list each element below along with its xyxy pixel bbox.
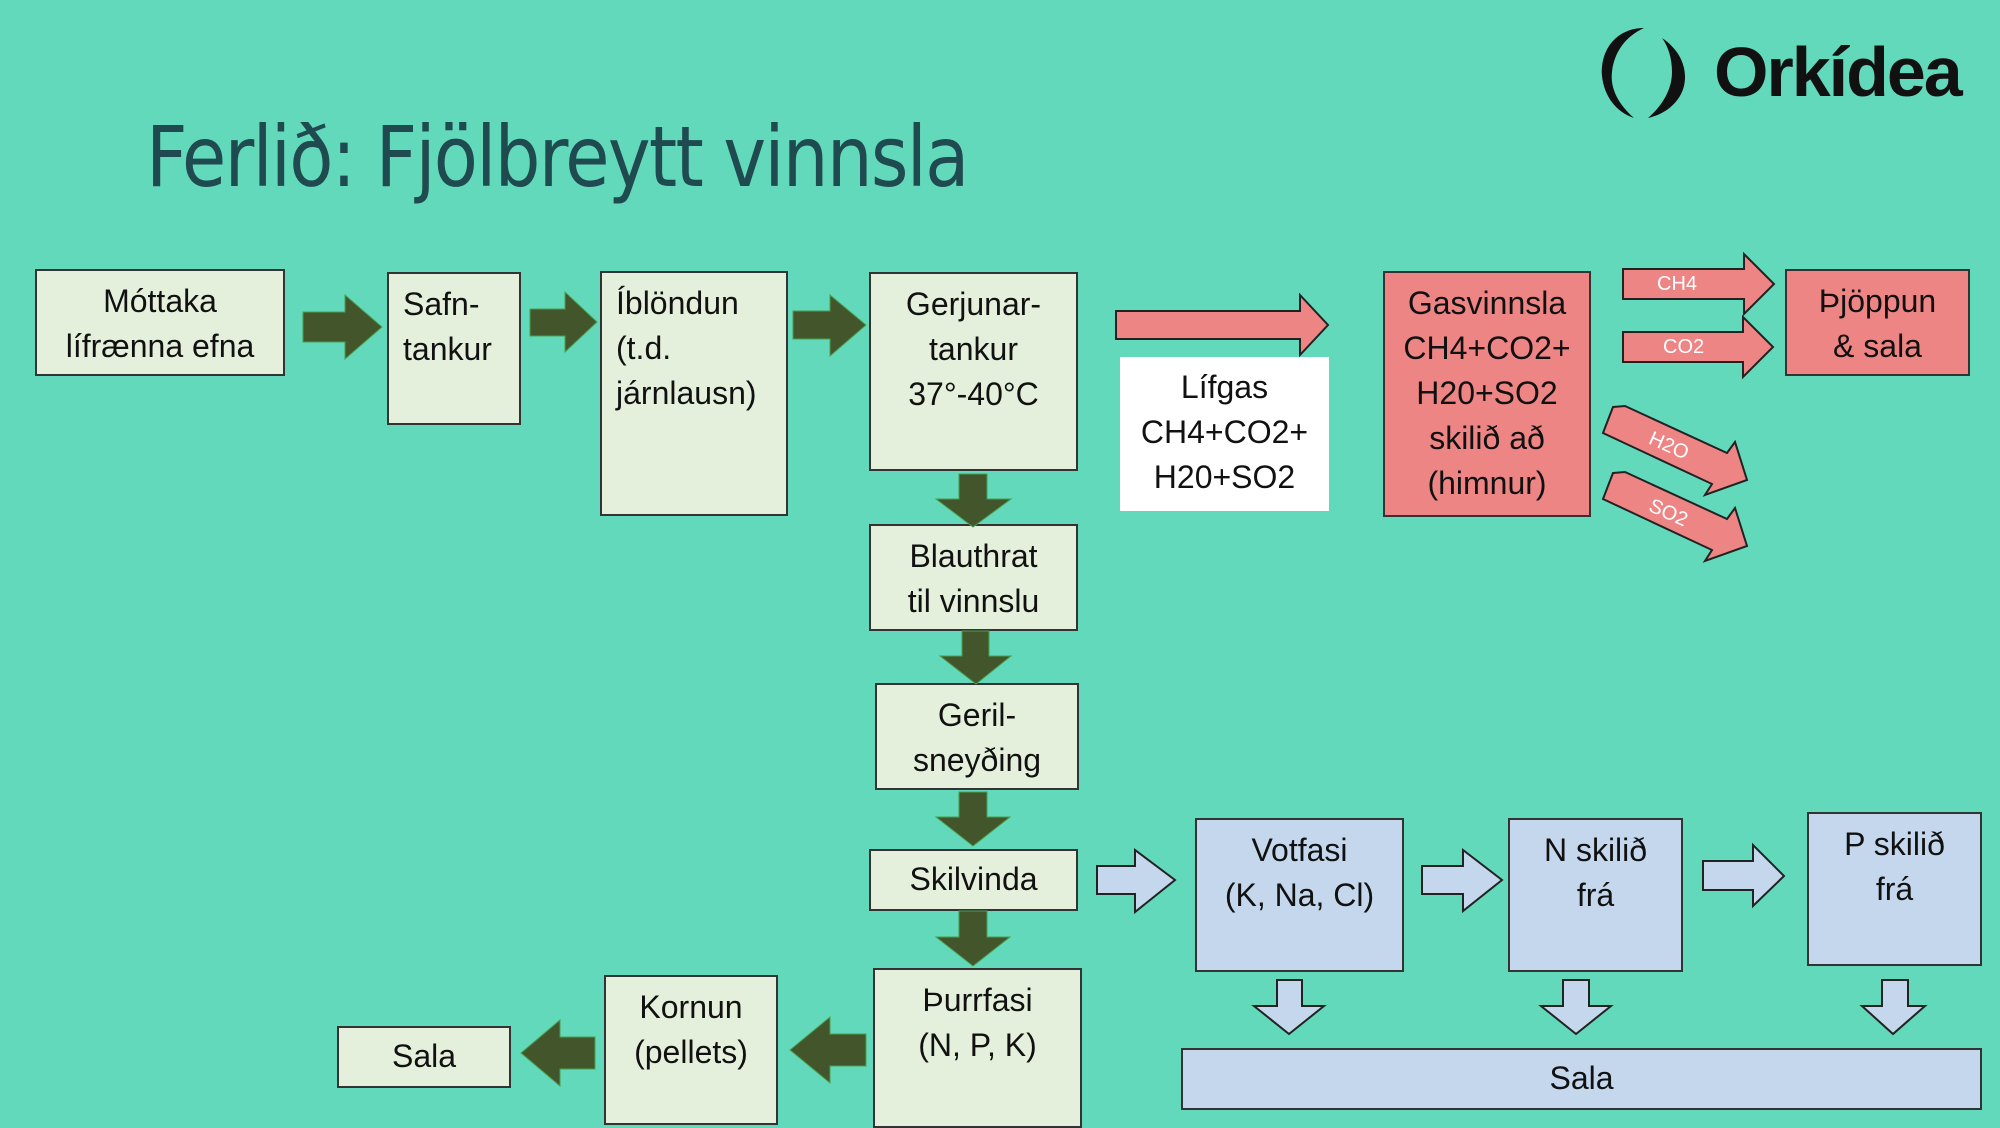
orkidea-logo: Orkídea — [1596, 24, 1976, 124]
box-thjoppun: Þjöppun & sala — [1785, 269, 1970, 376]
box-kornun: Kornun (pellets) — [604, 975, 778, 1125]
box-iblondun: Íblöndun (t.d. járnlausn) — [600, 271, 788, 516]
logo-text: Orkídea — [1714, 33, 1963, 111]
arrow-right-icon — [529, 290, 598, 354]
box-blauthrat: Blauthrat til vinnslu — [869, 524, 1078, 631]
ch4-arrow-icon — [1622, 251, 1776, 317]
co2-arrow-icon — [1622, 314, 1775, 380]
arrow-down-outline-icon — [1538, 979, 1614, 1036]
box-p-skilid: P skilið frá — [1807, 812, 1982, 966]
box-skilvinda: Skilvinda — [869, 849, 1078, 911]
box-lifgas: Lífgas CH4+CO2+ H20+SO2 — [1120, 357, 1329, 511]
box-sala-liquid: Sala — [1181, 1048, 1982, 1110]
arrow-right-icon — [302, 293, 383, 361]
arrow-left-icon — [520, 1018, 596, 1088]
arrow-down-icon — [938, 630, 1013, 685]
box-votfasi: Votfasi (K, Na, Cl) — [1195, 818, 1404, 972]
box-n-skilid: N skilið frá — [1508, 818, 1683, 972]
arrow-down-icon — [934, 473, 1013, 528]
box-safntankur: Safn- tankur — [387, 272, 521, 425]
arrow-down-outline-icon — [1859, 979, 1928, 1036]
arrow-right-outline-icon — [1421, 847, 1504, 914]
box-thurrfasi: Þurrfasi (N, P, K) — [873, 968, 1082, 1128]
co2-label: CO2 — [1663, 336, 1705, 358]
box-gerilsneyding: Geril- sneyðing — [875, 683, 1079, 790]
box-gerjunartankur: Gerjunar- tankur 37°-40°C — [869, 272, 1078, 471]
box-mottaka: Móttaka lífrænna efna — [35, 269, 285, 376]
box-sala-solid: Sala — [337, 1026, 511, 1088]
biogas-arrow-icon — [1115, 292, 1330, 358]
ring-logo-icon — [1601, 28, 1686, 118]
arrow-down-icon — [934, 910, 1012, 967]
arrow-right-icon — [792, 293, 867, 358]
arrow-right-outline-icon — [1096, 848, 1177, 915]
arrow-left-icon — [789, 1015, 867, 1085]
arrow-right-outline-icon — [1702, 842, 1786, 909]
slide-title: Ferlið: Fjölbreytt vinnsla — [146, 108, 969, 206]
arrow-down-icon — [934, 791, 1012, 847]
box-gasvinnsla: Gasvinnsla CH4+CO2+ H20+SO2 skilið að (h… — [1383, 271, 1591, 517]
ch4-label: CH4 — [1657, 273, 1698, 295]
so2-arrow-icon — [1601, 470, 1749, 563]
arrow-down-outline-icon — [1251, 979, 1327, 1036]
h2o-arrow-icon — [1601, 404, 1749, 497]
